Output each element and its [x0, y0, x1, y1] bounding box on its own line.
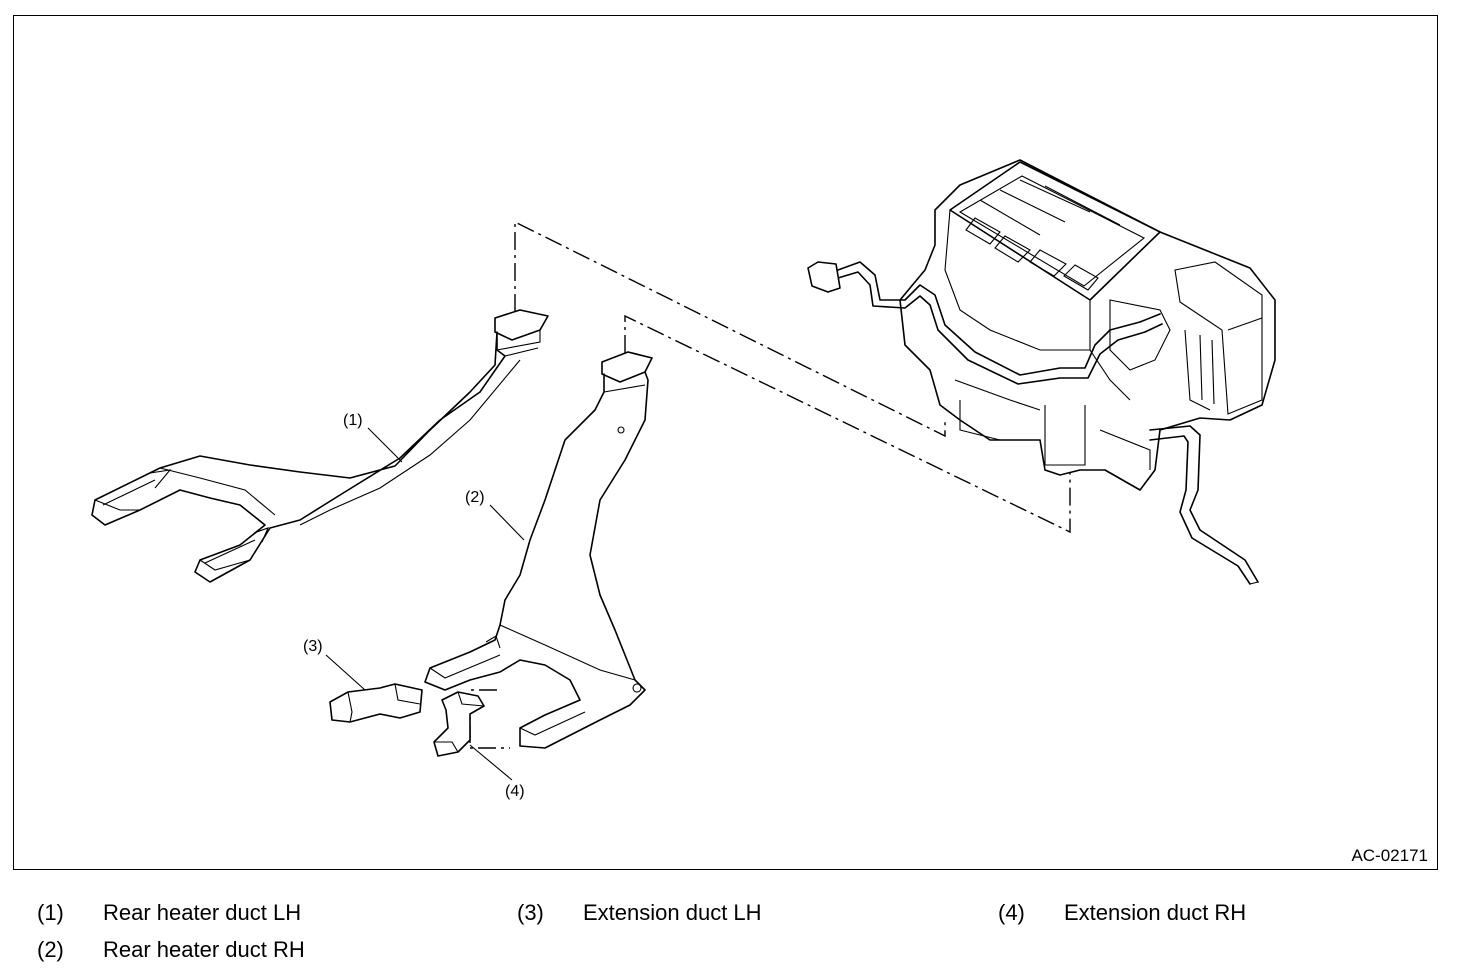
legend-number: (3) [517, 900, 544, 925]
callout-1: (1) [343, 412, 363, 429]
legend-label: Rear heater duct LH [103, 900, 302, 925]
diagram-frame [13, 15, 1438, 870]
legend-label: Extension duct LH [583, 900, 762, 925]
legend-item-4: (4) Extension duct RH [998, 900, 1246, 926]
legend-number: (2) [37, 937, 64, 962]
callouts: (1) (2) (3) (4) [303, 412, 525, 800]
rear-heater-duct-lh [91, 309, 549, 583]
legend-number: (4) [998, 900, 1025, 925]
callout-4: (4) [505, 783, 525, 800]
figure-id: AC-02171 [1351, 846, 1428, 865]
legend-item-2: (2) Rear heater duct RH [37, 937, 305, 963]
heater-unit [807, 159, 1276, 585]
legend-label: Rear heater duct RH [103, 937, 305, 962]
legend-label: Extension duct RH [1064, 900, 1247, 925]
extension-duct-lh [329, 683, 423, 723]
callout-2: (2) [465, 489, 485, 506]
legend-number: (1) [37, 900, 64, 925]
callout-3: (3) [303, 638, 323, 655]
legend-item-1: (1) Rear heater duct LH [37, 900, 301, 926]
rear-heater-duct-rh [424, 351, 653, 749]
extension-duct-rh [433, 691, 485, 757]
legend-item-3: (3) Extension duct LH [517, 900, 762, 926]
